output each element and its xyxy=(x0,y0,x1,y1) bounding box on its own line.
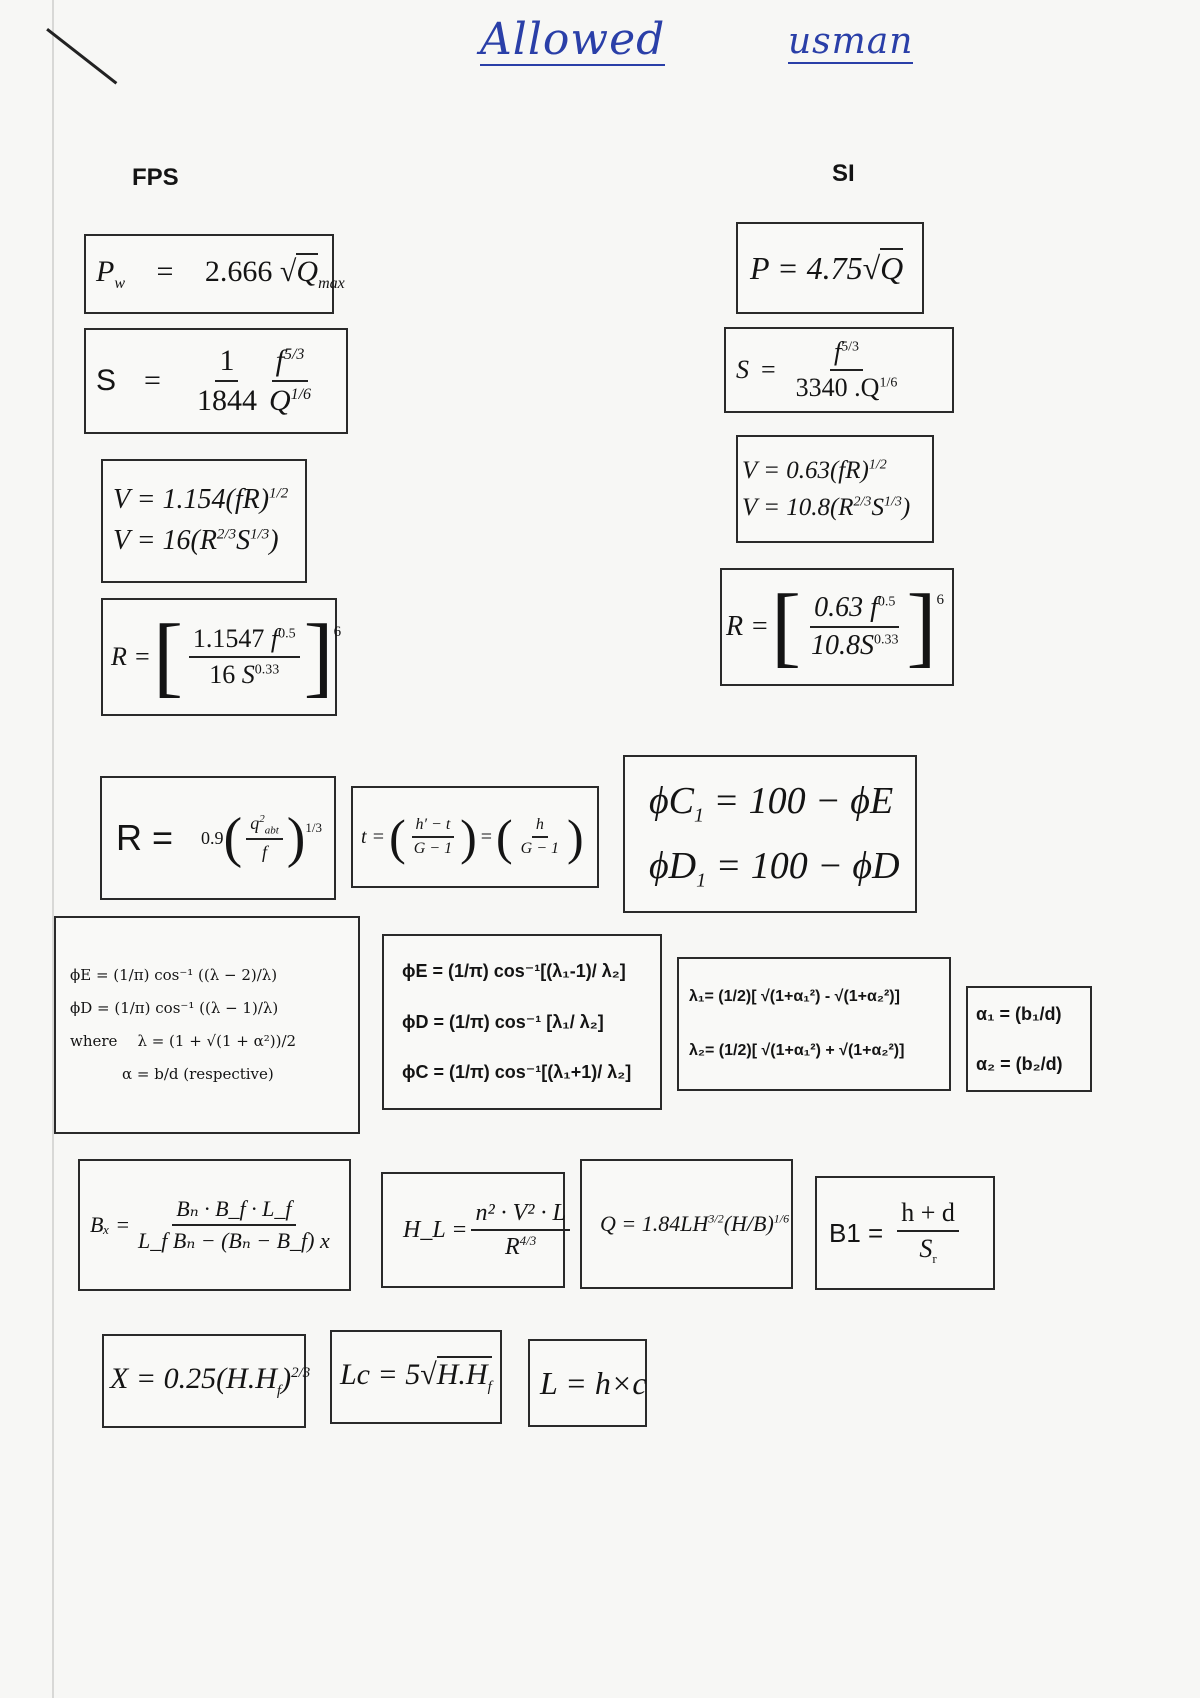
handwritten-allowed: Allowed xyxy=(480,14,666,66)
formula-fps-velocity: V = 1.154(fR)1/2 V = 16(R2/3S1/3) xyxy=(101,459,307,583)
page-edge xyxy=(52,0,54,1698)
formula-si-velocity: V = 0.63(fR)1/2 V = 10.8(R2/3S1/3) xyxy=(736,435,934,543)
formula-phi-lambda-single: ϕE = (1/π) cos⁻¹ ((λ − 2)/λ) ϕD = (1/π) … xyxy=(54,916,360,1134)
formula-phi-lambda-pair: ϕE = (1/π) cos⁻¹[(λ₁-1)/ λ₂] ϕD = (1/π) … xyxy=(382,934,662,1110)
handwritten-name: usman xyxy=(788,21,914,64)
heading-fps: FPS xyxy=(132,164,179,191)
formula-si-p: P = 4.75√Q xyxy=(736,222,924,314)
formula-lambda-1-2: λ₁= (1/2)[ √(1+α₁²) - √(1+α₂²)] λ₂= (1/2… xyxy=(677,957,951,1091)
formula-q-discharge: Q = 1.84LH3/2(H/B)1/6 xyxy=(580,1159,793,1289)
formula-x: X = 0.25(H.Hf)2/3 xyxy=(102,1334,310,1428)
formula-alpha-1-2: α₁ = (b₁/d) α₂ = (b₂/d) xyxy=(966,986,1092,1092)
formula-lc: Lc = 5√H.Hf xyxy=(330,1330,502,1424)
pen-slash-mark xyxy=(46,28,118,85)
formula-fps-pw: Pw = 2.666 √Qmax xyxy=(84,234,345,314)
heading-si: SI xyxy=(832,160,855,187)
formula-l: L = h×c xyxy=(528,1339,647,1427)
formula-phi-complements: ϕC1 = 100 − ϕE ϕD1 = 100 − ϕD xyxy=(623,755,917,913)
